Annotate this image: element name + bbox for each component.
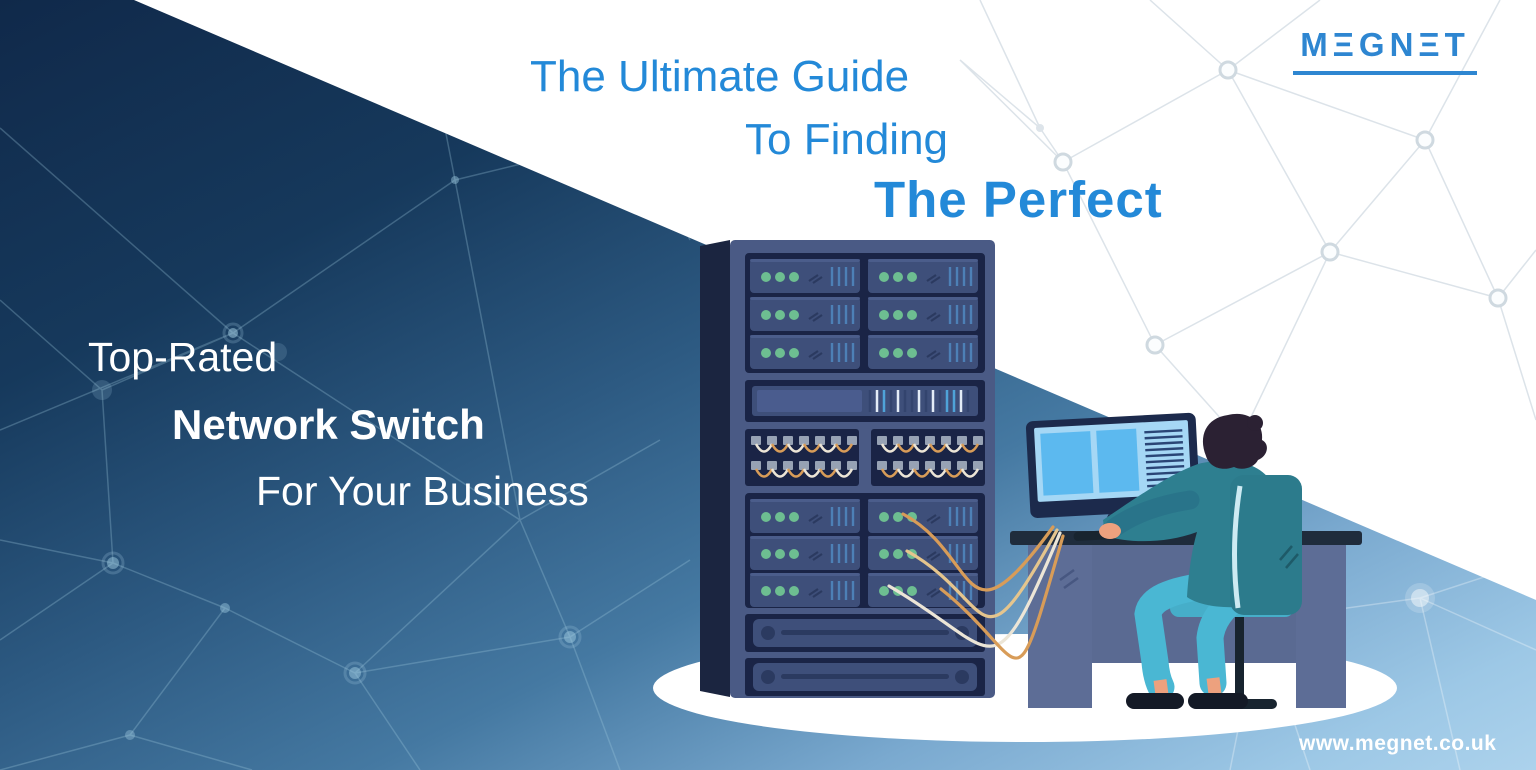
website-url: www.megnet.co.uk: [1299, 732, 1497, 755]
headline-line-2: To Finding: [745, 115, 949, 164]
shoe: [1126, 693, 1184, 709]
chair-backrest: [1230, 475, 1302, 615]
rack-side-panel: [700, 240, 730, 697]
megnet-logo: MΞGNΞT: [1293, 26, 1477, 75]
shoe: [1188, 693, 1248, 709]
person-hand: [1099, 523, 1121, 539]
headline-line-3: The Perfect: [874, 171, 1163, 228]
network-mesh-light: [959, 0, 1536, 444]
chair-pole: [1235, 615, 1244, 703]
monitor-illustration: [1025, 412, 1201, 541]
person-at-desk-illustration: [1099, 413, 1302, 709]
headline-line-1: The Ultimate Guide: [530, 52, 910, 101]
tagline-line-1: Top-Rated: [88, 334, 278, 380]
tagline-line-2: Network Switch: [172, 401, 485, 448]
person-arm: [1104, 490, 1200, 538]
network-cables: [887, 512, 1065, 660]
tagline-line-3: For Your Business: [256, 468, 589, 514]
server-rack-illustration: [700, 240, 995, 698]
